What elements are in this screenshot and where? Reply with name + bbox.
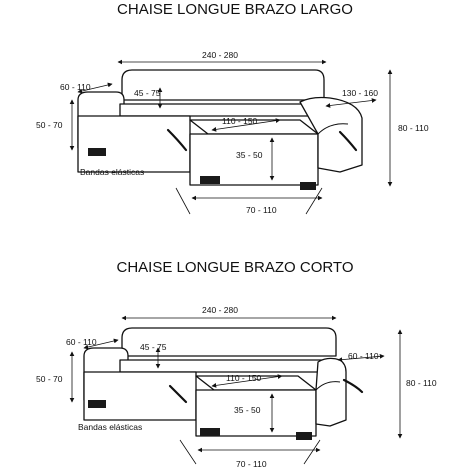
sofa-drawing	[83, 327, 364, 440]
front-height-label: 35 - 50	[234, 405, 261, 415]
arm-depth-label: 60 - 110	[60, 82, 91, 92]
chaise-arm-label: 130 - 160	[342, 88, 378, 98]
dimension-lines	[69, 315, 403, 465]
back-cushion-label: 45 - 75	[140, 342, 167, 352]
elastic-band	[168, 384, 188, 404]
elastic-band-label: Bandas elásticas	[78, 422, 142, 432]
sofa-leg	[88, 400, 106, 408]
total-height-label: 80 - 110	[406, 378, 437, 388]
front-height-label: 35 - 50	[236, 150, 263, 160]
sofa-diagram-short-arm: CHAISE LONGUE BRAZO CORTO	[36, 259, 437, 469]
elastic-band	[342, 378, 364, 394]
sofa-leg	[200, 176, 220, 184]
elastic-band-label: Bandas elásticas	[80, 167, 144, 177]
sofa-leg	[296, 432, 312, 440]
diagram-title: CHAISE LONGUE BRAZO CORTO	[117, 259, 354, 276]
seat-height-label: 50 - 70	[36, 374, 63, 384]
sofa-leg	[300, 182, 316, 190]
chaise-width-label: 70 - 110	[236, 459, 267, 469]
total-width-label: 240 - 280	[202, 50, 238, 60]
seat-height-label: 50 - 70	[36, 120, 63, 130]
back-cushion-label: 45 - 75	[134, 88, 161, 98]
total-width-label: 240 - 280	[202, 305, 238, 315]
sofa-leg	[200, 428, 220, 436]
chaise-width-label: 70 - 110	[246, 205, 277, 215]
dimension-lines	[69, 59, 393, 215]
elastic-band	[166, 128, 188, 152]
chaise-arm-label: 60 - 110	[348, 351, 379, 361]
chaise-seat-label: 110 - 150	[222, 116, 258, 126]
diagram-title: CHAISE LONGUE BRAZO LARGO	[117, 1, 353, 18]
chaise-seat-label: 110 - 150	[226, 373, 262, 383]
sofa-leg	[88, 148, 106, 156]
sofa-diagram-long-arm: CHAISE LONGUE BRAZO LARGO	[36, 1, 429, 215]
total-height-label: 80 - 110	[398, 123, 429, 133]
elastic-band	[338, 130, 358, 152]
arm-depth-label: 60 - 110	[66, 337, 97, 347]
